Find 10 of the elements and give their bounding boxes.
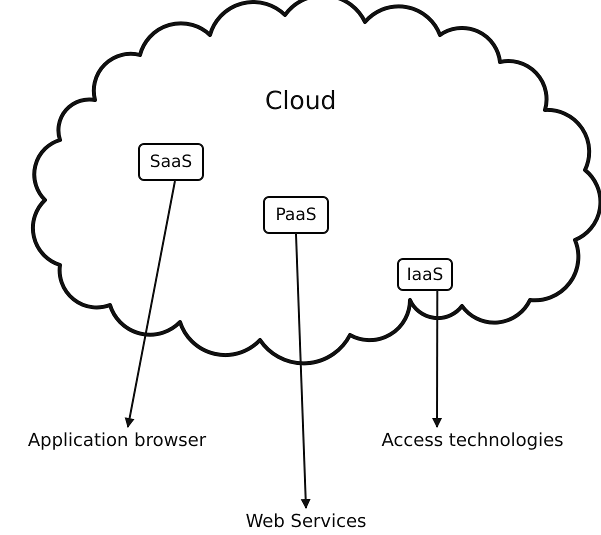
service-box: SaaS [138, 143, 204, 181]
arrow [295, 234, 311, 509]
service-box: IaaS [397, 258, 453, 291]
cloud-title: Cloud [265, 86, 336, 115]
endpoint-label: Web Services [216, 511, 396, 535]
service-box: PaaS [263, 196, 329, 234]
arrow [124, 180, 176, 428]
endpoint-label: Access technologies [365, 430, 580, 456]
arrow [432, 291, 442, 428]
endpoint-label: Application browser [8, 430, 226, 456]
